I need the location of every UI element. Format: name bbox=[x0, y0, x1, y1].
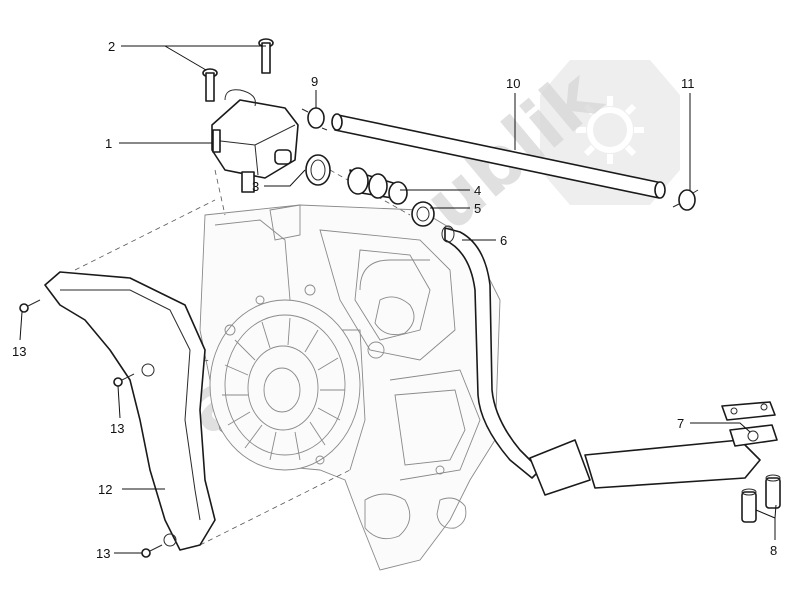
part-6-pipe bbox=[441, 225, 761, 496]
part-3-clamp bbox=[305, 154, 331, 186]
engine-block bbox=[199, 204, 501, 571]
callout-11: 11 bbox=[681, 76, 695, 91]
part-8-spacers bbox=[741, 474, 781, 523]
callout-13c: 13 bbox=[96, 546, 110, 561]
part-7-gasket bbox=[721, 401, 778, 447]
callout-4: 4 bbox=[474, 183, 481, 198]
callout-7: 7 bbox=[677, 416, 684, 431]
callout-13a: 13 bbox=[12, 344, 26, 359]
callout-6: 6 bbox=[500, 233, 507, 248]
screw-13c bbox=[141, 544, 163, 558]
callout-8: 8 bbox=[770, 543, 777, 558]
part-10-hose bbox=[331, 113, 666, 199]
callout-12: 12 bbox=[98, 482, 112, 497]
part-4-hose bbox=[347, 167, 408, 205]
callout-9: 9 bbox=[311, 74, 318, 89]
part-1-air-valve bbox=[211, 89, 299, 193]
flywheel-cover bbox=[209, 299, 361, 471]
leader-lines bbox=[19, 45, 777, 554]
part-5-clamp bbox=[411, 201, 435, 227]
callout-1: 1 bbox=[105, 136, 112, 151]
callout-3: 3 bbox=[252, 179, 259, 194]
callout-labels: 1 2 3 4 5 6 7 8 9 10 11 12 13 13 13 bbox=[12, 39, 777, 561]
callout-5: 5 bbox=[474, 201, 481, 216]
callout-13b: 13 bbox=[110, 421, 124, 436]
screw-13a bbox=[19, 299, 41, 313]
callout-10: 10 bbox=[506, 76, 520, 91]
part-11-spring-clip bbox=[672, 189, 699, 211]
part-13-screws bbox=[19, 299, 163, 558]
part-12-shroud-cover bbox=[44, 271, 216, 551]
callout-2: 2 bbox=[108, 39, 115, 54]
part-2-bolts bbox=[202, 38, 274, 102]
part-9-spring-clip bbox=[301, 107, 328, 131]
